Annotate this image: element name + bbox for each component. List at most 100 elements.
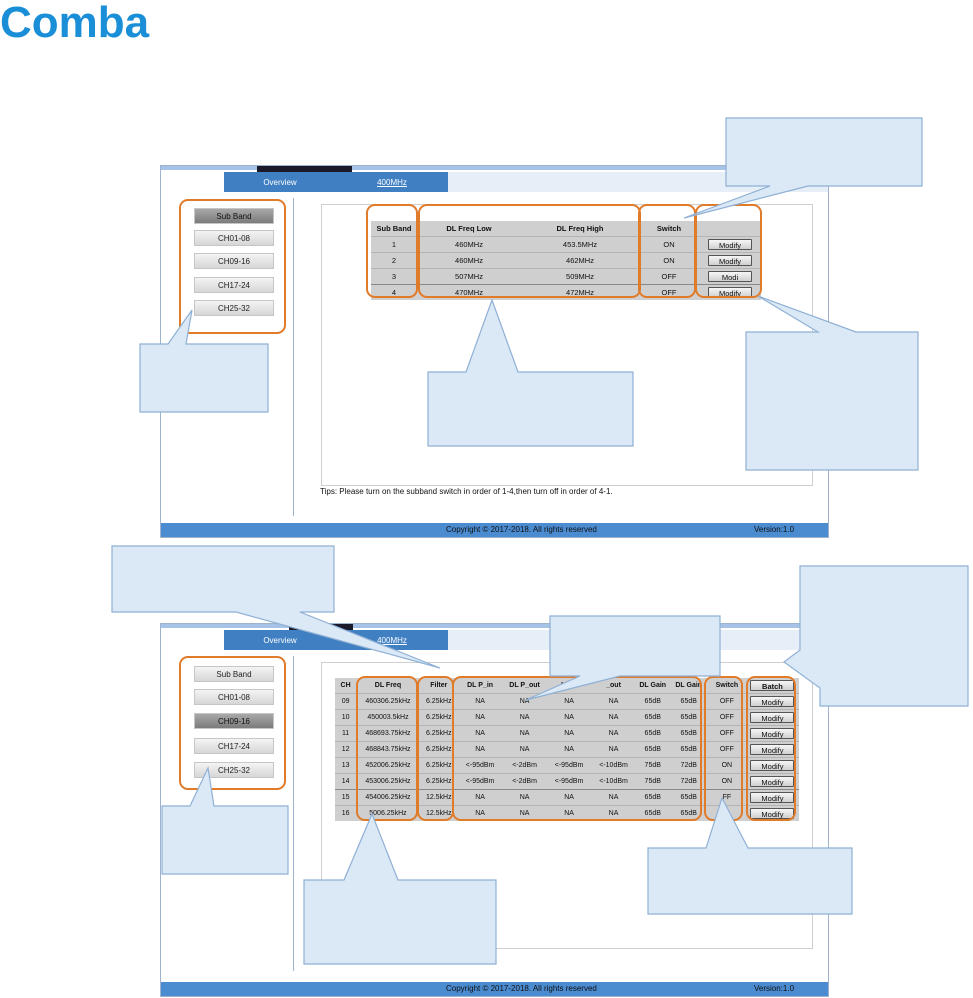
cell-low: 507MHz (417, 268, 521, 285)
modify-button[interactable]: Modify (750, 760, 795, 771)
cell-filter: 6.25kHz (419, 725, 458, 742)
callout-bubble (139, 309, 269, 413)
cell-dl-freq: 453006.25kHz (356, 773, 420, 790)
cell-dl-p-in: NA (457, 693, 503, 710)
cell-dl-gain: 65dB (635, 789, 670, 806)
sidebar-item-sub-band[interactable]: Sub Band (194, 208, 274, 224)
col-ch: CH (340, 682, 351, 689)
cell-dl-freq: 454006.25kHz (356, 789, 420, 806)
col-switch: Switch (656, 224, 682, 233)
col-dl-gain: DL Gain (639, 682, 667, 689)
screen1-sidebar: Sub Band CH01-08 CH09-16 CH17-24 CH25-32 (173, 198, 294, 516)
modify-button[interactable]: Modify (750, 792, 795, 803)
cell-ul-p-in: NA (546, 741, 592, 758)
tab-overview[interactable]: Overview (263, 177, 297, 187)
col-dl-freq: DL Freq (374, 682, 402, 689)
sidebar-item-ch17-24[interactable]: CH17-24 (194, 738, 274, 754)
modify-button[interactable]: Modify (750, 728, 795, 739)
cell-dl-gain: 65dB (635, 741, 670, 758)
tab-400mhz[interactable]: 400MHz (377, 177, 407, 187)
copyright-text: Copyright © 2017-2018. All rights reserv… (446, 525, 597, 534)
sidebar-item-ch17-24[interactable]: CH17-24 (194, 277, 274, 293)
cell-dl-freq: 452006.25kHz (356, 757, 420, 774)
cell-ul-p-out: NA (591, 709, 636, 726)
modify-button[interactable]: Modify (750, 696, 795, 707)
modify-button[interactable]: Modi (708, 271, 752, 282)
callout-bubble (525, 615, 721, 701)
sidebar-item-ch01-08[interactable]: CH01-08 (194, 689, 274, 705)
col-dl-gain-2: DL Gain (675, 682, 703, 689)
cell-ch: 10 (335, 709, 357, 726)
callout-bubble (161, 765, 289, 875)
cell-dl-p-out: NA (502, 789, 547, 806)
modify-button[interactable]: Modify (708, 239, 752, 250)
col-dl-freq-high: DL Freq High (556, 224, 604, 233)
modify-button[interactable]: Modify (750, 712, 795, 723)
cell-band: 3 (371, 268, 417, 285)
callout-bubble (647, 796, 853, 915)
callout-bubble (111, 545, 441, 669)
cell-dl-p-in: NA (457, 709, 503, 726)
cell-ul-p-out: NA (591, 789, 636, 806)
tips-text: Tips: Please turn on the subband switch … (320, 487, 613, 496)
cell-dl-p-out: <-2dBm (502, 757, 547, 774)
table-row: 3 507MHz 509MHz OFF Modi (371, 268, 761, 285)
annotation-sidebar-2 (179, 656, 286, 790)
batch-button[interactable]: Batch (750, 680, 795, 691)
tab-400mhz[interactable]: 400MHz (377, 635, 407, 645)
cell-dl-gain-2: 65dB (669, 693, 708, 710)
cell-dl-gain-2: 65dB (669, 725, 708, 742)
cell-ch: 16 (335, 805, 357, 821)
cell-dl-gain-2: 72dB (669, 773, 708, 790)
cell-ul-p-in: <-95dBm (546, 757, 592, 774)
sidebar-item-ch09-16[interactable]: CH09-16 (194, 253, 274, 269)
tab-overview[interactable]: Overview (263, 635, 297, 645)
cell-dl-p-out: NA (502, 805, 547, 821)
cell-dl-gain: 65dB (635, 693, 670, 710)
cell-ch: 11 (335, 725, 357, 742)
cell-ul-p-out: NA (591, 805, 636, 821)
modify-button[interactable]: Modify (708, 255, 752, 266)
cell-dl-freq: 450003.5kHz (356, 709, 420, 726)
cell-switch: FF (707, 789, 746, 806)
sidebar-item-sub-band[interactable]: Sub Band (194, 666, 274, 682)
cell-switch: OFF (639, 268, 699, 285)
screen2-sidebar: Sub Band CH01-08 CH09-16 CH17-24 CH25-32 (173, 656, 294, 971)
cell-ul-p-in: NA (546, 789, 592, 806)
sidebar-item-ch01-08[interactable]: CH01-08 (194, 230, 274, 246)
sidebar-item-ch09-16[interactable]: CH09-16 (194, 713, 274, 729)
sidebar-item-ch25-32[interactable]: CH25-32 (194, 300, 274, 316)
channel-table: CH DL Freq Filter DL P_in DL P_out UL P … (335, 678, 799, 821)
cell-ch: 15 (335, 789, 357, 806)
cell-ul-p-out: <-10dBm (591, 757, 636, 774)
col-ul-p-out: _out (606, 682, 621, 689)
modify-button[interactable]: Modify (750, 776, 795, 787)
cell-dl-gain-2: 65dB (669, 709, 708, 726)
col-dl-freq-low: DL Freq Low (446, 224, 492, 233)
cell-dl-p-out: NA (502, 709, 547, 726)
cell-ul-p-out: NA (591, 725, 636, 742)
cell-dl-p-in: NA (457, 805, 503, 821)
col-filter: Filter (430, 682, 448, 689)
cell-dl-gain: 75dB (635, 773, 670, 790)
cell-switch: ON (639, 252, 699, 269)
cell-dl-p-out: NA (502, 741, 547, 758)
cell-filter: 6.25kHz (419, 757, 458, 774)
col-dl-p-in: DL P_in (467, 682, 494, 689)
cell-ul-p-in: NA (546, 725, 592, 742)
cell-dl-gain-2: 65dB (669, 741, 708, 758)
callout-bubble (745, 295, 919, 471)
cell-high: 453.5MHz (521, 236, 639, 253)
cell-switch: OFF (707, 709, 746, 726)
cell-filter: 6.25kHz (419, 709, 458, 726)
cell-ul-p-in: NA (546, 709, 592, 726)
sidebar-item-ch25-32[interactable]: CH25-32 (194, 762, 274, 778)
cell-dl-p-in: NA (457, 725, 503, 742)
modify-button[interactable]: Modify (750, 744, 795, 755)
